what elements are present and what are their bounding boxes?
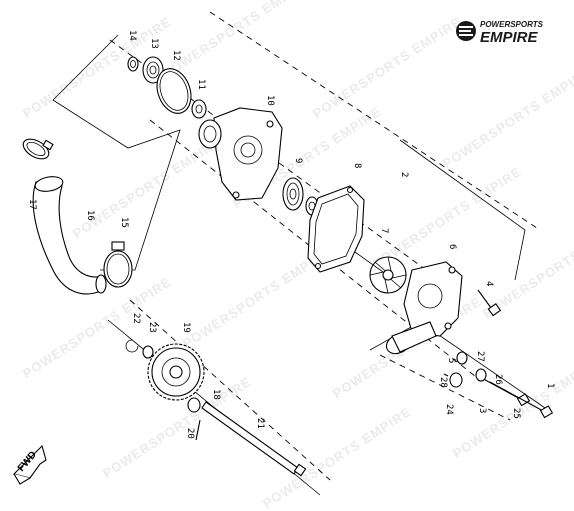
bolt-short bbox=[443, 372, 463, 388]
callout-9: 9 bbox=[293, 158, 303, 163]
callout-19: 19 bbox=[181, 322, 191, 333]
callout-12: 12 bbox=[171, 50, 181, 61]
o-ring-large bbox=[156, 68, 192, 114]
brand-emblem-icon bbox=[456, 21, 476, 41]
callout-24: 24 bbox=[444, 404, 454, 415]
callout-22: 22 bbox=[131, 313, 141, 324]
callout-21: 21 bbox=[255, 418, 265, 429]
hose-clamp-lower bbox=[103, 241, 133, 288]
callout-16: 16 bbox=[85, 210, 95, 221]
mechanical-seal bbox=[282, 177, 304, 211]
callout-20: 20 bbox=[185, 428, 195, 439]
callout-2: 2 bbox=[399, 172, 409, 177]
shaft-pin bbox=[195, 419, 201, 441]
callout-27: 27 bbox=[475, 351, 485, 362]
callout-26: 26 bbox=[493, 374, 503, 385]
callout-13: 13 bbox=[149, 38, 159, 49]
callout-14: 14 bbox=[127, 30, 137, 41]
brand-main-text: EMPIRE bbox=[480, 29, 539, 46]
callout-28: 28 bbox=[438, 377, 448, 388]
brand-top-text: POWERSPORTS bbox=[480, 20, 544, 29]
callout-17: 17 bbox=[27, 199, 37, 210]
seal-ring-small bbox=[127, 56, 139, 72]
water-pump-body bbox=[385, 261, 463, 355]
pump-housing-cover bbox=[198, 107, 283, 201]
shaft-washer bbox=[187, 397, 201, 413]
callout-18: 18 bbox=[211, 389, 221, 400]
pump-drive-gear bbox=[147, 343, 205, 401]
gear-washer bbox=[142, 345, 154, 359]
circlip bbox=[125, 339, 139, 353]
washer-small-2 bbox=[475, 368, 487, 382]
callout-25: 25 bbox=[511, 408, 521, 419]
callout-15: 15 bbox=[119, 217, 129, 228]
pump-gasket bbox=[307, 185, 365, 273]
callout-5: 5 bbox=[446, 358, 456, 363]
pump-shaft bbox=[201, 401, 307, 477]
callout-10: 10 bbox=[265, 95, 275, 106]
bolt-upper bbox=[477, 289, 502, 317]
callout-6: 6 bbox=[447, 244, 457, 249]
brand-logo: POWERSPORTS EMPIRE bbox=[456, 20, 544, 46]
callout-8: 8 bbox=[352, 163, 362, 168]
bolt-long-2 bbox=[489, 381, 554, 419]
washer-small-1 bbox=[456, 351, 468, 365]
callout-1: 1 bbox=[545, 383, 555, 388]
callout-23: 23 bbox=[147, 322, 157, 333]
washer-part bbox=[191, 99, 207, 119]
callout-7: 7 bbox=[379, 228, 389, 233]
forward-direction-marker: FWD bbox=[12, 444, 47, 485]
coolant-hose bbox=[32, 176, 107, 295]
impeller bbox=[354, 251, 407, 294]
callout-11: 11 bbox=[196, 79, 206, 90]
callout-4: 4 bbox=[484, 281, 494, 286]
bearing-part bbox=[142, 56, 164, 84]
callout-3: 3 bbox=[477, 408, 487, 413]
hose-clamp-upper bbox=[22, 138, 54, 160]
